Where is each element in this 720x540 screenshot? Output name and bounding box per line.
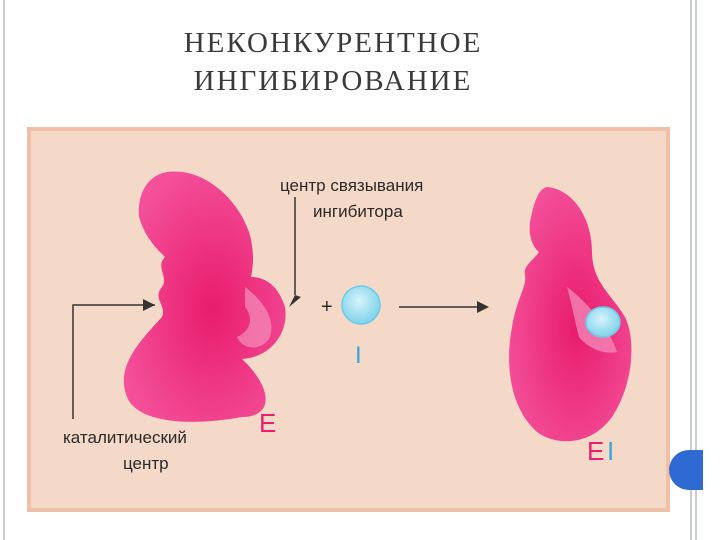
enzyme-e-shape — [123, 171, 286, 422]
catalytic-site-arrow-head — [143, 299, 155, 311]
slide-title: НЕКОНКУРЕНТНОЕ ИНГИБИРОВАНИЕ — [98, 24, 568, 100]
title-line-1: НЕКОНКУРЕНТНОЕ — [183, 27, 483, 59]
diagram-canvas: центр связывания ингибитора каталитическ… — [63, 171, 632, 473]
binding-site-label-2: ингибитора — [313, 202, 403, 221]
inhibitor-label-i: I — [355, 342, 362, 369]
reaction-arrow-head — [477, 301, 489, 313]
catalytic-site-arrow-line — [72, 304, 155, 419]
title-line-2: ИНГИБИРОВАНИЕ — [193, 65, 473, 97]
catalytic-site-label-1: каталитический — [63, 428, 187, 447]
slide-frame-right — [695, 0, 697, 540]
complex-label-e: E — [587, 436, 604, 466]
slide-frame-right-inner — [690, 0, 692, 540]
complex-label-i: I — [607, 436, 614, 466]
catalytic-site-label-2: центр — [123, 454, 169, 473]
plus-sign: + — [321, 296, 333, 318]
slide-nav-button[interactable] — [669, 450, 703, 490]
binding-site-label-1: центр связывания — [280, 176, 423, 195]
inhibition-diagram: центр связывания ингибитора каталитическ… — [27, 127, 670, 512]
bound-inhibitor-molecule — [585, 306, 621, 338]
slide-frame-left — [3, 0, 5, 540]
binding-site-arrow-head — [289, 295, 301, 307]
inhibitor-molecule — [341, 285, 381, 325]
enzyme-label-e: E — [259, 408, 276, 438]
